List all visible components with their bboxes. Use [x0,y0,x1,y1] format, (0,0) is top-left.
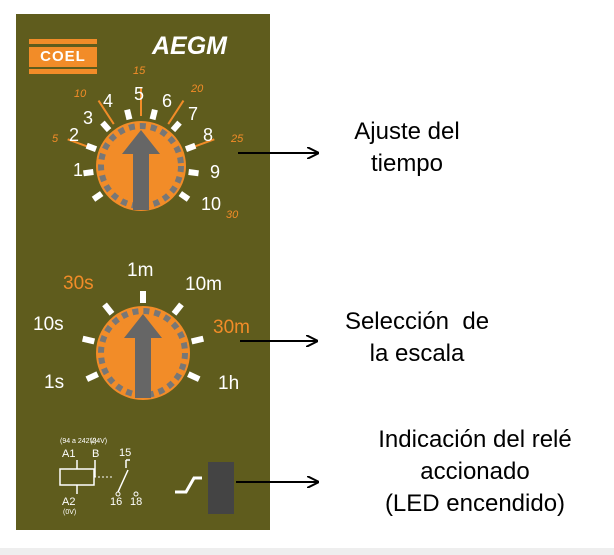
time-tick-8 [188,169,199,177]
wiring-voltage-left: (94 a 242V) [60,438,97,445]
caption-relay-indicator: Indicación del relé accionado (LED encen… [340,424,610,520]
time-knob-arrow-icon [122,130,160,210]
time-tick-3 [100,120,112,133]
caption-relay-line1: Indicación del relé [378,426,572,453]
time-alt-label-25: 25 [230,133,244,145]
scale-label-10m: 10m [185,274,222,295]
scale-tick-1 [81,335,96,345]
scale-knob-grip [98,308,188,398]
time-alt-ray-3 [167,100,185,125]
caption-relay-line3: (LED encendido) [384,490,566,517]
scale-tick-6 [187,371,201,382]
time-label-5: 5 [134,84,144,104]
time-tick-5 [149,108,158,121]
scale-label-30m: 30m [213,317,250,338]
caption-scale-select-line2: la escala [369,340,465,367]
time-label-4: 4 [103,91,113,111]
terminal-a2: A2 [62,496,75,508]
caption-time-adjust-line1: Ajuste del [354,118,460,145]
wiring-diagram: (94 a 242V) (24V) A1 B A2 (0V) 15 16 18 [59,438,142,516]
scale-label-1s: 1s [44,372,64,393]
scale-tick-0 [85,371,99,382]
time-dial-ticks [67,88,215,202]
scale-label-1m: 1m [127,260,153,281]
caption-scale-select-line1: Selección de [344,308,490,335]
caption-time-adjust: Ajuste del tiempo [322,116,492,180]
relay-coil-symbol [59,468,95,486]
logo-top-bar [29,39,97,44]
time-dial[interactable]: 1 2 3 4 5 6 7 8 9 10 5 10 15 20 25 30 [52,65,244,221]
bottom-strip [0,548,614,555]
time-tick-6 [170,120,182,133]
time-tick-0 [91,191,104,202]
terminal-a2-note: (0V) [63,509,76,516]
time-label-1: 1 [73,160,83,180]
scale-label-10s: 10s [33,314,64,335]
time-label-10: 10 [201,194,221,214]
scale-dial[interactable]: 1s 10s 30s 1m 10m 30m 1h [33,260,250,400]
time-alt-label-15: 15 [133,65,146,77]
relay-state-icon [175,476,202,494]
scale-label-1h: 1h [218,373,239,394]
time-alt-label-20: 20 [190,83,204,95]
time-label-3: 3 [83,108,93,128]
time-tick-1 [83,169,94,177]
logo-bottom-bar [29,69,97,74]
caption-scale-select: Selección de la escala [322,306,512,370]
contact-18: 18 [130,496,142,508]
brand-logo: COEL [29,47,97,67]
scale-knob-arrow-icon [124,314,162,398]
contact-16: 16 [110,496,122,508]
scale-dial-ticks [81,291,205,382]
model-name: AEGM [152,32,227,60]
time-label-9: 9 [210,162,220,182]
time-tick-7 [184,142,197,152]
time-tick-2 [85,142,98,152]
time-tick-9 [178,191,191,202]
time-label-2: 2 [69,125,79,145]
scale-tick-5 [190,335,205,345]
caption-relay-line2: accionado [420,458,530,485]
time-alt-label-10: 10 [74,88,87,100]
time-knob-grip [98,123,184,209]
relay-led-indicator [208,462,234,514]
time-alt-label-30: 30 [226,209,239,221]
time-label-7: 7 [188,104,198,124]
caption-time-adjust-line2: tiempo [370,150,444,177]
time-dial-labels: 1 2 3 4 5 6 7 8 9 10 5 10 15 20 25 30 [52,65,244,221]
time-alt-ray-1 [97,100,115,125]
terminal-a1: A1 [62,448,75,460]
scale-tick-2 [102,302,115,316]
contact-15: 15 [119,447,131,459]
relay-contact-switch [117,469,129,493]
terminal-b: B [92,448,99,460]
time-alt-label-5: 5 [52,133,59,145]
time-label-8: 8 [203,125,213,145]
wiring-voltage-right: (24V) [90,438,107,445]
scale-label-30s: 30s [63,273,94,294]
scale-tick-4 [171,302,184,316]
time-tick-4 [124,108,133,121]
time-label-6: 6 [162,91,172,111]
relay-front-panel: COEL AEGM [16,14,270,530]
